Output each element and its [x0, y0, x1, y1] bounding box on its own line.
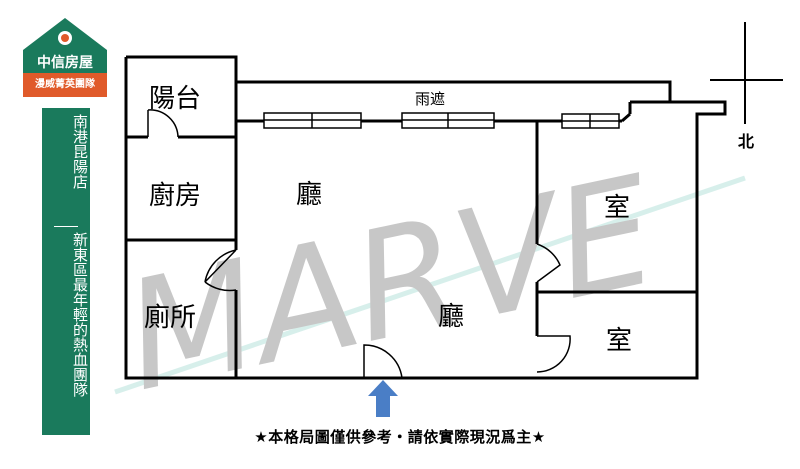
up-arrow-icon — [368, 380, 398, 417]
store-name: 南港昆陽店 — [71, 114, 89, 189]
brand-logo: 中信房屋 漫威菁英團隊 — [23, 18, 107, 100]
watermark: MARVE — [111, 144, 746, 425]
awning-label: 雨遮 — [415, 90, 445, 108]
room-living-upper: 廳 — [296, 180, 322, 210]
brand-vertical-bar: 南港昆陽店 新東區最年輕的熱血團隊 — [42, 108, 90, 435]
north-label: 北 — [738, 132, 754, 151]
room-balcony: 陽台 — [149, 84, 201, 114]
compass-icon — [710, 22, 783, 124]
room-bedroom-2: 室 — [606, 326, 632, 356]
house-logo-icon — [23, 18, 107, 74]
room-living-lower: 廳 — [438, 302, 464, 332]
room-bedroom-1: 室 — [604, 193, 630, 223]
room-kitchen: 廚房 — [149, 181, 201, 211]
disclaimer-note: ★本格局圖僅供參考・請依實際現況爲主★ — [254, 428, 546, 446]
room-restroom: 廁所 — [144, 303, 196, 333]
bar-divider — [54, 226, 78, 227]
brand-slogan: 新東區最年輕的熱血團隊 — [71, 232, 89, 397]
windows — [263, 112, 620, 129]
doors — [147, 109, 571, 379]
team-badge: 漫威菁英團隊 — [23, 73, 107, 97]
brand-name: 中信房屋 — [37, 55, 93, 71]
